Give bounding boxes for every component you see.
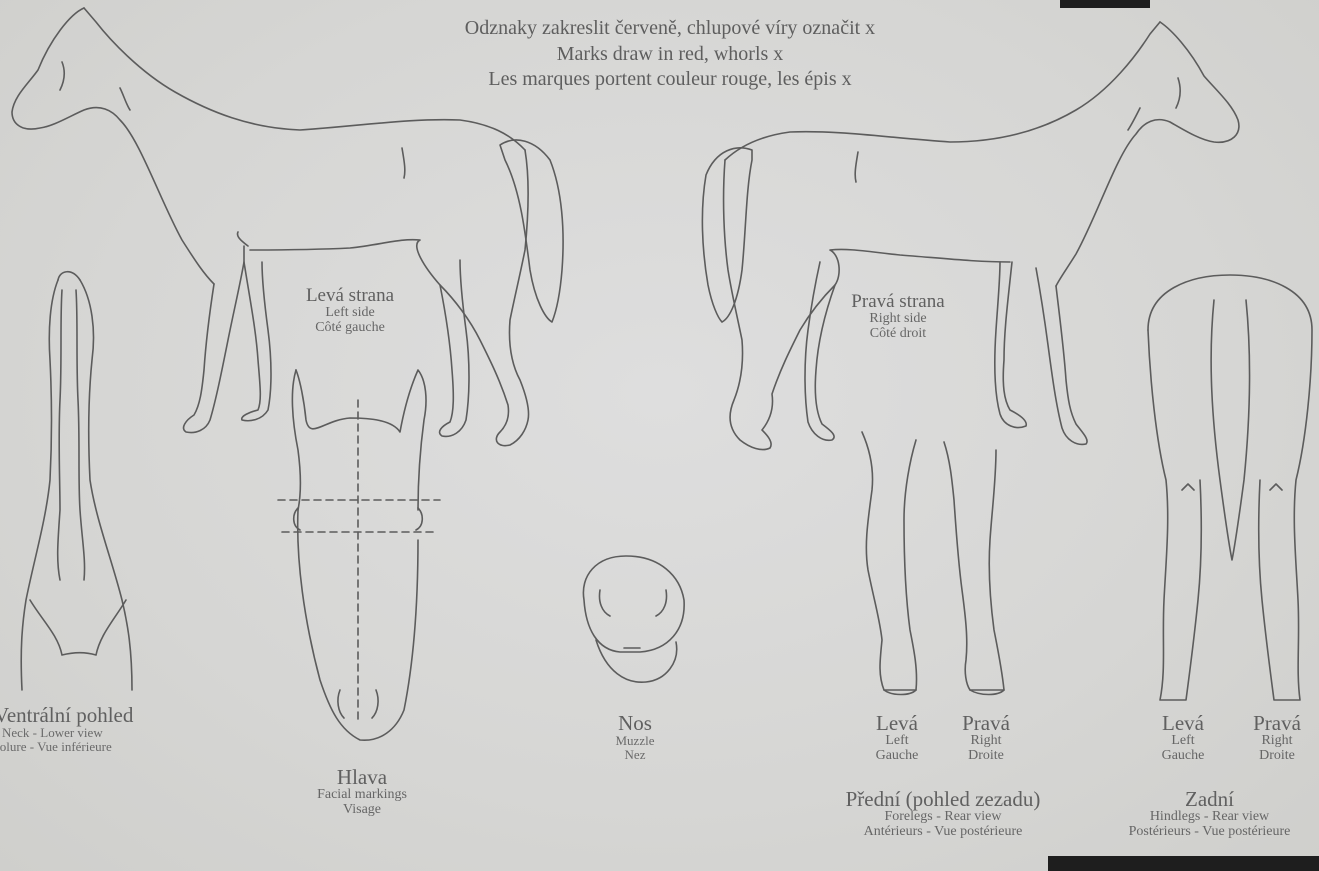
hindlegs-title: Zadní Hindlegs - Rear view Postérieurs -… [1100, 788, 1319, 839]
ventral-view-label: Ventrální pohled Neck - Lower view colur… [0, 704, 194, 753]
head-label: Hlava Facial markings Visage [292, 766, 432, 817]
hindlegs-right-fr: Droite [1240, 749, 1314, 764]
forelegs-right-cz: Pravá [946, 712, 1026, 734]
header-line-czech: Odznaky zakreslit červeně, chlupové víry… [330, 16, 1010, 42]
forelegs-title-fr: Antérieurs - Vue postérieure [808, 825, 1078, 840]
forelegs-left-label: Levá Left Gauche [862, 712, 932, 763]
instructions-header: Odznaky zakreslit červeně, chlupové víry… [330, 16, 1010, 93]
hindlegs-title-en: Hindlegs - Rear view [1100, 810, 1319, 825]
header-line-french: Les marques portent couleur rouge, les é… [330, 67, 1010, 93]
hindlegs-left-cz: Levá [1148, 712, 1218, 734]
forelegs-title-en: Forelegs - Rear view [808, 810, 1078, 825]
left-side-en: Left side [280, 306, 420, 321]
hindlegs-right-label: Pravá Right Droite [1240, 712, 1314, 763]
forelegs-right-label: Pravá Right Droite [946, 712, 1026, 763]
hindlegs-left-en: Left [1148, 734, 1218, 749]
forelegs-left-en: Left [862, 734, 932, 749]
right-side-label: Pravá strana Right side Côté droit [828, 292, 968, 341]
right-side-cz: Pravá strana [828, 292, 968, 312]
forelegs-right-fr: Droite [946, 749, 1026, 764]
hindlegs-title-fr: Postérieurs - Vue postérieure [1100, 825, 1319, 840]
left-side-fr: Côté gauche [280, 321, 420, 336]
hindlegs-right-en: Right [1240, 734, 1314, 749]
right-side-fr: Côté droit [828, 327, 968, 342]
muzzle-en: Muzzle [590, 734, 680, 748]
hindlegs-left-fr: Gauche [1148, 749, 1218, 764]
neck-lower-view-outline [21, 272, 132, 690]
hindlegs-rear-view-outline [1148, 275, 1312, 700]
muzzle-outline [583, 556, 684, 682]
forelegs-right-en: Right [946, 734, 1026, 749]
hindlegs-title-cz: Zadní [1100, 788, 1319, 810]
forelegs-title: Přední (pohled zezadu) Forelegs - Rear v… [808, 788, 1078, 839]
muzzle-label: Nos Muzzle Nez [590, 712, 680, 761]
forelegs-title-cz: Přední (pohled zezadu) [808, 788, 1078, 810]
ventral-cz: Ventrální pohled [0, 704, 194, 726]
left-side-label: Levá strana Left side Côté gauche [280, 286, 420, 335]
scan-artifact-top [1060, 0, 1150, 8]
forelegs-rear-view-outline [862, 432, 1004, 695]
left-side-cz: Levá strana [280, 286, 420, 306]
muzzle-fr: Nez [590, 748, 680, 762]
forelegs-left-fr: Gauche [862, 749, 932, 764]
header-line-english: Marks draw in red, whorls x [330, 42, 1010, 68]
hindlegs-right-cz: Pravá [1240, 712, 1314, 734]
hindlegs-left-label: Levá Left Gauche [1148, 712, 1218, 763]
right-side-en: Right side [828, 312, 968, 327]
head-facial-view-outline [278, 370, 440, 740]
forelegs-left-cz: Levá [862, 712, 932, 734]
head-cz: Hlava [292, 766, 432, 788]
muzzle-cz: Nos [590, 712, 680, 734]
ventral-fr: colure - Vue inférieure [0, 740, 194, 754]
scan-artifact-bottom [1048, 856, 1319, 871]
ventral-en: Neck - Lower view [0, 726, 194, 740]
head-fr: Visage [292, 803, 432, 818]
head-en: Facial markings [292, 788, 432, 803]
